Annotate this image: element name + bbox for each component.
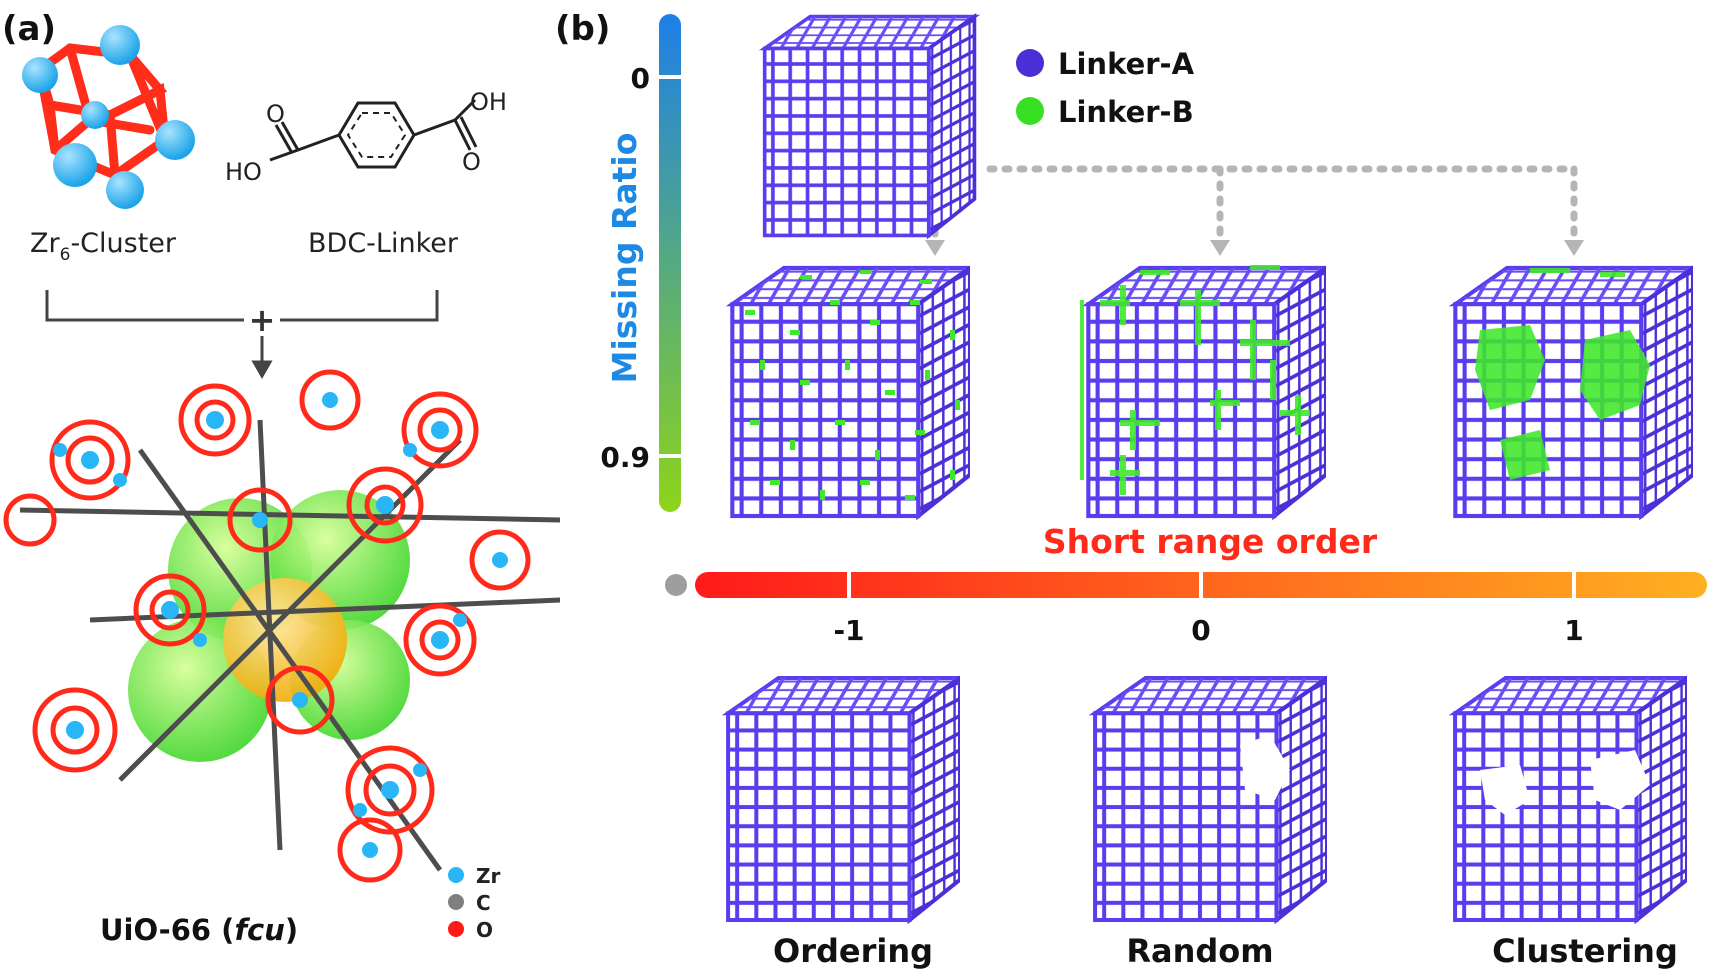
ordering-linker-b-pattern [745,270,960,500]
random-vacancy-lattice-cube [1095,678,1327,920]
mof-name: UiO-66 (fcu) [100,913,298,947]
axis-origin-dot [665,574,687,596]
clustering-vacancy-void-right [1590,750,1650,810]
sro-tick-1: 1 [1564,614,1583,647]
bdc-linker-label: BDC-Linker [308,228,459,259]
linker-a-legend-label: Linker-A [1058,47,1195,81]
sro-tick-neg1: -1 [833,614,864,647]
sro-tick-0: 0 [1191,614,1210,647]
zr6-cluster-illustration [22,25,195,209]
oxygen-right: O [462,148,481,176]
linker-a-legend-marker [1016,49,1044,77]
linker-b-legend-label: Linker-B [1058,95,1194,129]
o-legend-marker [448,921,464,937]
plus-sign: + [249,301,276,339]
missing-ratio-bar [659,14,681,512]
combine-bracket [45,290,439,380]
missing-ratio-title: Missing Ratio [605,133,644,384]
uio66-framework-illustration [3,369,561,883]
ordering-mixed-lattice-cube [732,268,970,516]
pristine-lattice-cube [765,17,975,236]
short-range-order-title: Short range order [1043,522,1378,561]
ordering-label: Ordering [773,932,933,970]
clustering-label: Clustering [1492,932,1678,970]
clustering-linker-b-pattern [1475,268,1650,480]
bdc-linker-structure [269,98,478,169]
hydroxyl-right: OH [470,88,507,116]
clustering-vacancy-void-left [1480,765,1530,815]
zr-legend-marker [448,867,464,883]
linker-b-legend-marker [1016,97,1044,125]
zr6-cluster-label: Zr6-Cluster [30,228,177,265]
ordering-vacancy-lattice-cube [728,678,960,920]
random-label: Random [1126,932,1273,970]
oxygen-left: O [266,100,285,128]
zr-legend-label: Zr [476,864,501,888]
random-linker-b-pattern [1080,265,1310,495]
atom-legend: Zr C O [448,864,501,942]
random-vacancy-void [1240,735,1290,800]
panel-b-label: (b) [555,9,610,49]
hydroxyl-left: HO [225,158,262,186]
panel-a-label: (a) [2,9,56,49]
c-legend-label: C [476,891,491,915]
missing-ratio-tick-09: 0.9 [600,441,650,474]
o-legend-label: O [476,918,493,942]
c-legend-marker [448,894,464,910]
branch-arrows [931,165,1578,244]
missing-ratio-tick-0: 0 [631,62,650,95]
